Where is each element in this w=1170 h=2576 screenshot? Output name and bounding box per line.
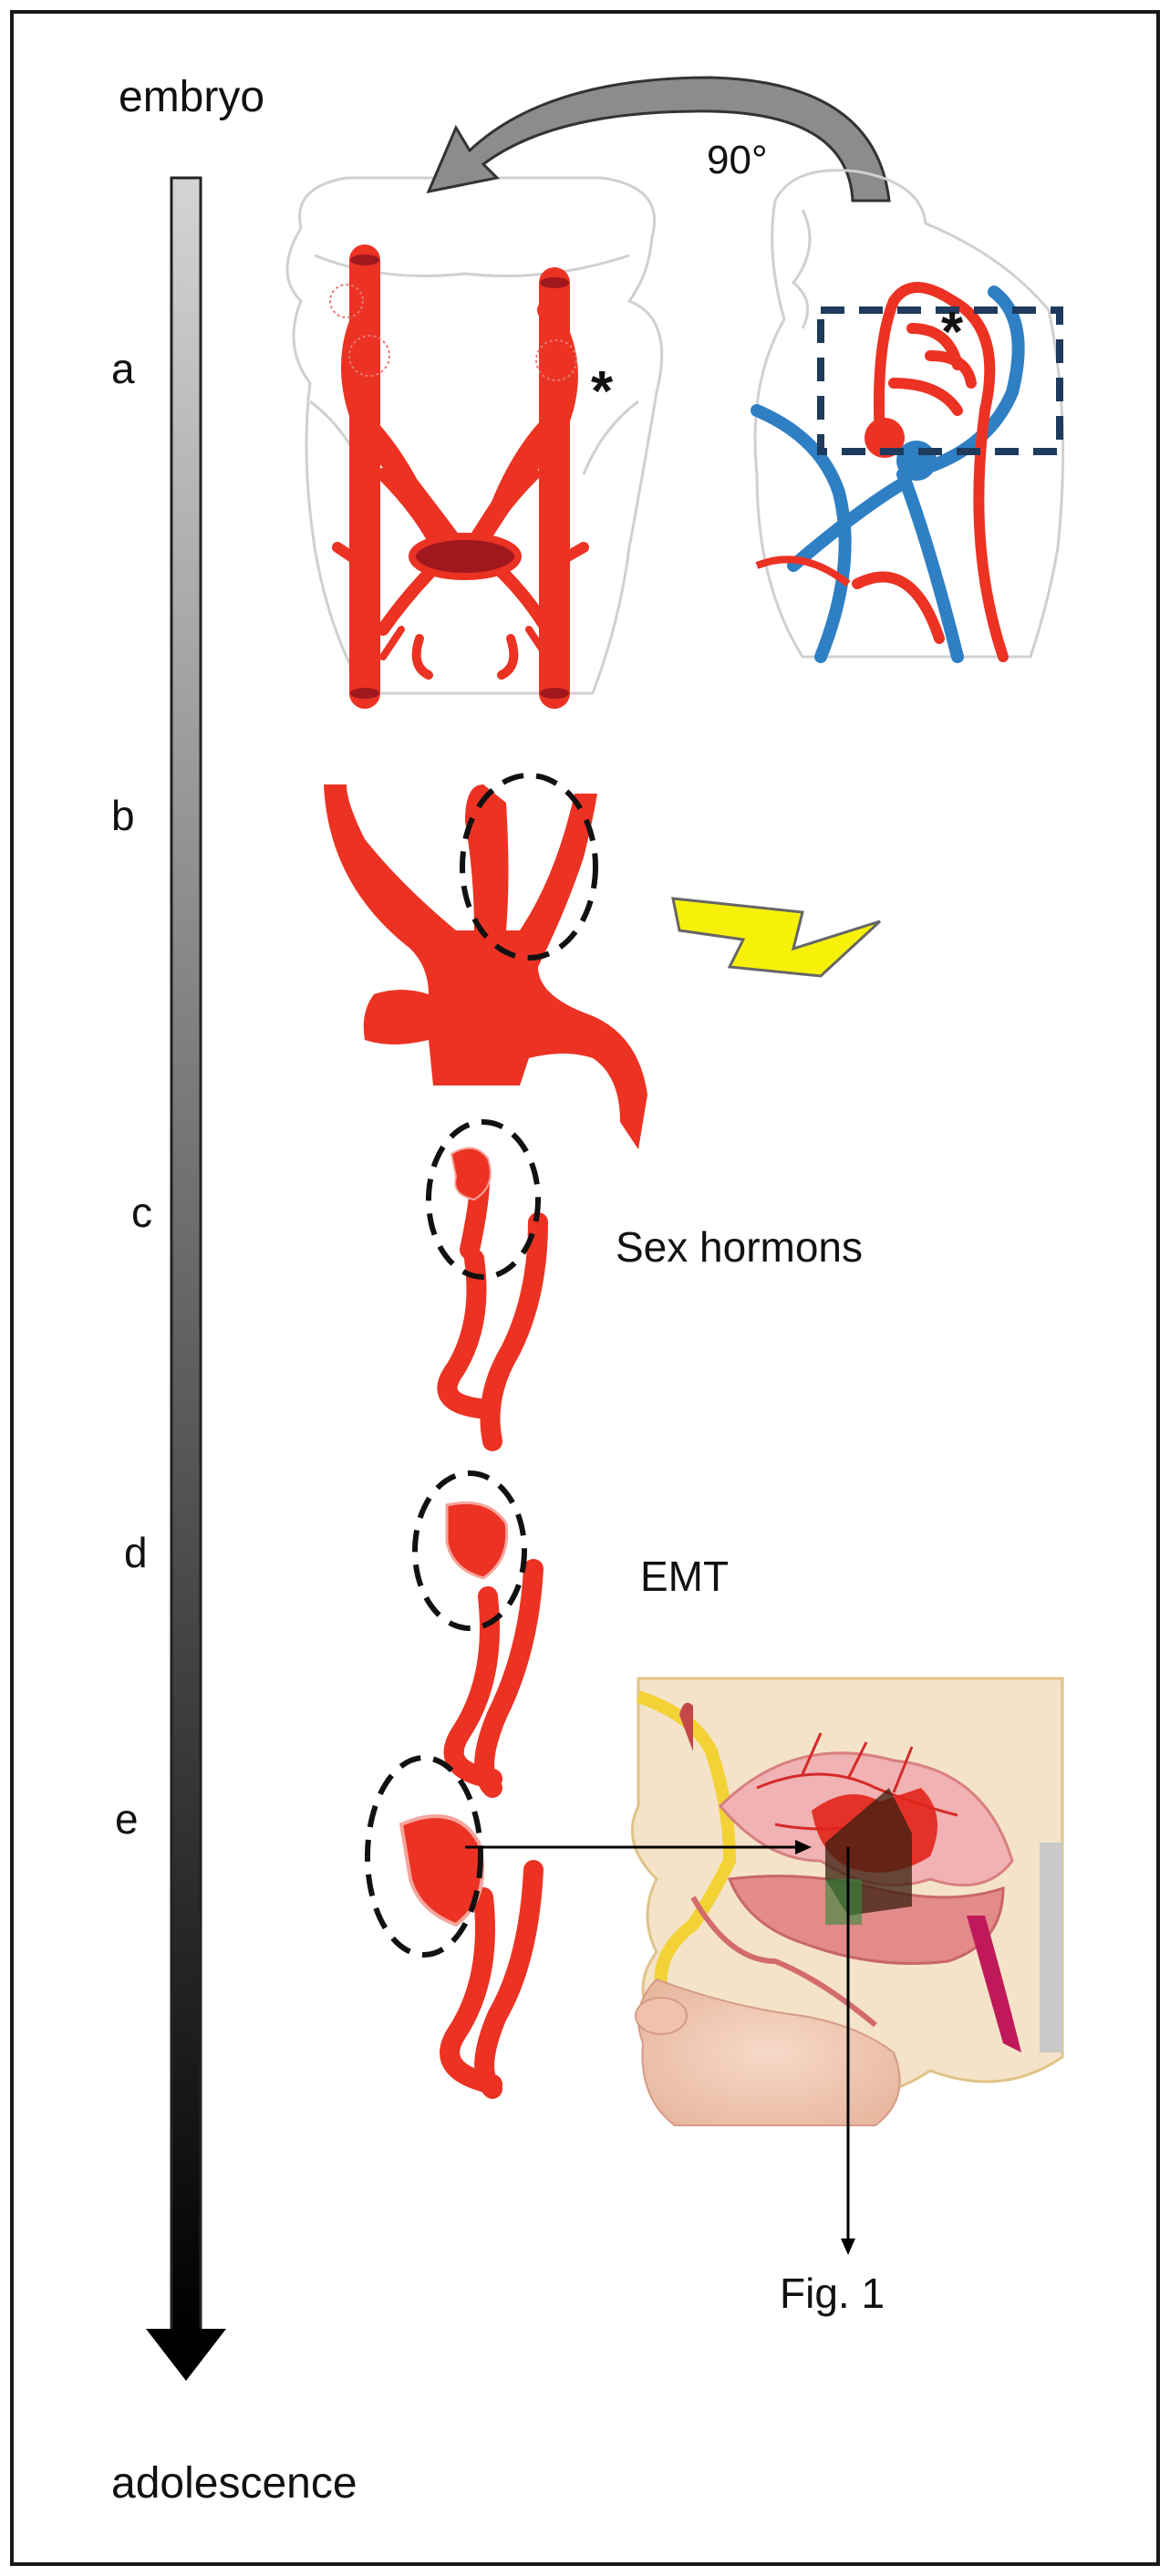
connector-arrow-to-figure <box>841 1847 855 2255</box>
timeline-start-label: embryo <box>119 73 264 121</box>
stage-d-lesion <box>445 1501 509 1580</box>
figure-reference-label: Fig. 1 <box>780 2270 885 2317</box>
vessel-end-cap <box>350 688 379 699</box>
vessel-end-cap <box>540 688 569 699</box>
aortic-sac <box>409 533 522 580</box>
timeline-arrow <box>146 176 226 2381</box>
asterisk-marker-2: * <box>941 301 964 364</box>
dashed-focus-circle <box>426 1119 541 1280</box>
rotation-label: 90° <box>707 138 768 182</box>
vessel-end-cap <box>350 254 379 265</box>
dashed-focus-circle <box>460 773 598 961</box>
vascular-plexus-right <box>535 339 577 381</box>
stage-letter-b: b <box>111 792 135 839</box>
vessel-end-cap <box>540 277 569 288</box>
stage-e-lesion <box>399 1814 485 1927</box>
stage-letter-c: c <box>131 1189 152 1236</box>
note-sex-hormons: Sex hormons <box>616 1223 863 1271</box>
vascular-plexus-left <box>329 284 390 377</box>
stage-b-vessel <box>324 784 647 1149</box>
dashed-focus-circle <box>365 1755 483 1958</box>
rotation-arrow <box>426 76 891 203</box>
stage-c-lesion <box>450 1147 492 1201</box>
timeline-end-label: adolescence <box>111 2459 357 2508</box>
note-emt: EMT <box>640 1553 729 1600</box>
connector-arrow-to-tumor <box>465 1840 812 1854</box>
stage-letter-a: a <box>111 345 135 392</box>
asterisk-marker-1: * <box>591 360 614 423</box>
figure-frame <box>10 10 1160 2566</box>
stage-d-vessel <box>443 1559 544 1798</box>
stage-e-vessel <box>440 1860 544 2099</box>
region-of-interest-box <box>817 306 1063 455</box>
embryo-lateral-view <box>751 169 1065 663</box>
dashed-focus-circle <box>412 1470 527 1631</box>
stage-letter-e: e <box>115 1795 139 1843</box>
lightning-icon <box>671 897 882 978</box>
stage-letter-d: d <box>124 1529 148 1576</box>
